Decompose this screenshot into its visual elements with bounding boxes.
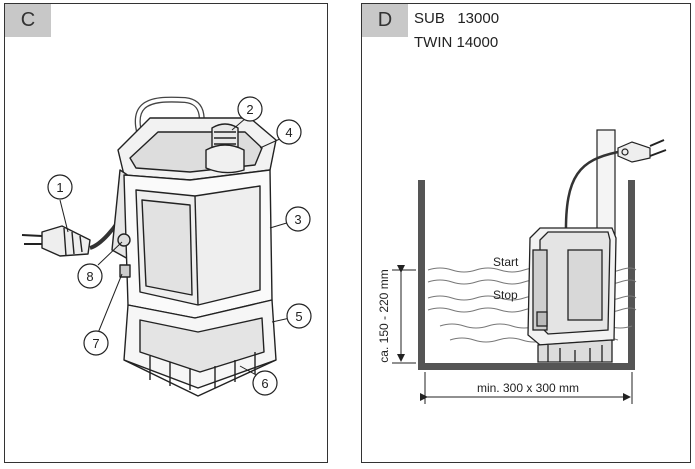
svg-text:4: 4 bbox=[285, 125, 292, 140]
stop-level-label: Stop bbox=[493, 288, 518, 302]
panel-d-label: D bbox=[362, 4, 408, 37]
svg-text:5: 5 bbox=[295, 309, 302, 324]
svg-text:3: 3 bbox=[294, 212, 301, 227]
callout-3: 3 bbox=[285, 206, 311, 232]
discharge-pipe bbox=[596, 129, 616, 236]
callout-8: 8 bbox=[77, 263, 103, 289]
model-line-2: TWIN 14000 bbox=[414, 34, 499, 51]
callout-4: 4 bbox=[276, 119, 302, 145]
plug-icon bbox=[21, 225, 91, 257]
panel-c-label: C bbox=[5, 4, 51, 37]
pump-illustration bbox=[21, 96, 277, 397]
callout-6: 6 bbox=[252, 370, 278, 396]
height-dimension bbox=[392, 265, 416, 364]
power-cord bbox=[564, 150, 619, 236]
min-area-label: min. 300 x 300 mm bbox=[477, 381, 579, 395]
svg-text:6: 6 bbox=[261, 376, 268, 391]
callout-7: 7 bbox=[83, 330, 109, 356]
svg-text:2: 2 bbox=[246, 102, 253, 117]
svg-text:8: 8 bbox=[86, 269, 93, 284]
width-dimension bbox=[420, 372, 633, 404]
panel-d: D SUB 13000 TWIN 14000 bbox=[361, 3, 691, 463]
pit-walls bbox=[418, 180, 635, 370]
height-range-label: ca. 150 - 220 mm bbox=[377, 269, 391, 362]
callout-2: 2 bbox=[237, 96, 263, 122]
start-level-label: Start bbox=[493, 255, 519, 269]
svg-text:7: 7 bbox=[92, 336, 99, 351]
callout-group: 1 2 3 4 5 6 7 8 bbox=[47, 96, 312, 396]
callout-1: 1 bbox=[47, 174, 73, 200]
plug-icon-d bbox=[617, 139, 667, 163]
svg-text:1: 1 bbox=[56, 180, 63, 195]
callout-5: 5 bbox=[286, 303, 312, 329]
pump-side-view bbox=[527, 227, 617, 363]
model-line-1: SUB 13000 bbox=[414, 10, 500, 27]
